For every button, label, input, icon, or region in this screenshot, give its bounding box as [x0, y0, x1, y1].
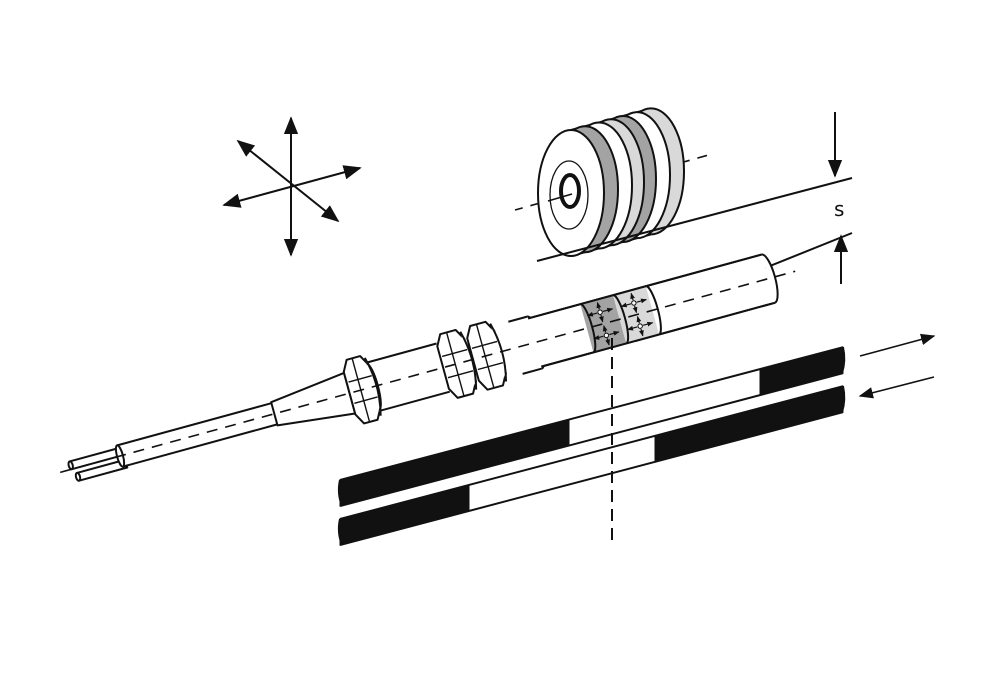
thread-body — [366, 343, 450, 411]
motion-arrows-icon — [858, 333, 936, 399]
field-arrow-icon — [602, 325, 608, 333]
field-arrow-icon — [636, 298, 647, 304]
thread-body-edge — [379, 390, 450, 412]
sensor-axis — [59, 270, 796, 474]
sensor-end-cap — [761, 253, 779, 304]
field-arrow-icon — [596, 302, 602, 310]
track-segment — [759, 346, 844, 396]
sensing-band-dark — [580, 295, 627, 353]
magnet-axis — [514, 202, 541, 211]
field-arrow-icon — [609, 331, 620, 336]
field-arrow-icon — [586, 311, 598, 317]
wire-end — [74, 471, 82, 482]
track-break — [841, 346, 846, 374]
field-arrow-icon — [605, 338, 610, 346]
field-node — [637, 323, 643, 329]
magnetic-scale-tracks — [337, 346, 846, 546]
field-arrow-icon — [593, 335, 604, 340]
wire-end — [67, 460, 74, 471]
track-edge — [339, 411, 844, 546]
magnet-inner-ring — [549, 160, 589, 230]
field-arrow-icon — [630, 292, 635, 301]
magnetic-sensor — [59, 253, 796, 482]
field-node — [631, 300, 637, 306]
band-edge — [645, 285, 662, 336]
field-arrow-icon — [598, 314, 604, 323]
track-edge — [339, 346, 844, 481]
track-edge — [339, 372, 844, 507]
gap-dimension — [536, 112, 853, 284]
magnet-hole — [559, 173, 581, 209]
field-arrow-icon — [620, 302, 632, 308]
magnet-axis — [679, 153, 713, 164]
nut-middle-flat — [447, 370, 474, 379]
nut-front-flat — [354, 396, 378, 404]
ring-magnet — [514, 107, 713, 257]
magnet-axis — [547, 193, 573, 202]
field-arrow-icon — [632, 305, 638, 314]
track-break — [337, 479, 343, 507]
strain-relief-cone — [270, 371, 357, 427]
band-edge — [612, 294, 630, 345]
field-arrow-icon — [602, 307, 614, 313]
field-arrow-icon — [639, 328, 644, 337]
field-arrow-icon — [627, 325, 638, 331]
nut-rear-flat — [477, 361, 504, 371]
field-arrow-icon — [636, 315, 642, 324]
nut-rear-flat — [471, 340, 498, 349]
track-break — [841, 385, 846, 413]
field-node — [603, 332, 610, 339]
sensor-body-edge — [527, 253, 762, 320]
flange-edge — [508, 315, 528, 323]
nut-middle-flat — [441, 348, 468, 358]
cable-edge — [122, 423, 278, 468]
sensor-body-edge — [541, 301, 776, 368]
multi-direction-arrows-icon — [222, 116, 362, 257]
thread-body-edge — [365, 342, 437, 364]
track-edge — [339, 385, 844, 520]
track-break — [337, 518, 343, 546]
gap-label-s: s — [834, 197, 844, 221]
cable-edge — [116, 402, 272, 447]
nut-front-flat — [348, 375, 372, 383]
field-arrow-icon — [642, 321, 654, 327]
flange-edge — [522, 367, 543, 375]
field-node — [597, 309, 603, 315]
